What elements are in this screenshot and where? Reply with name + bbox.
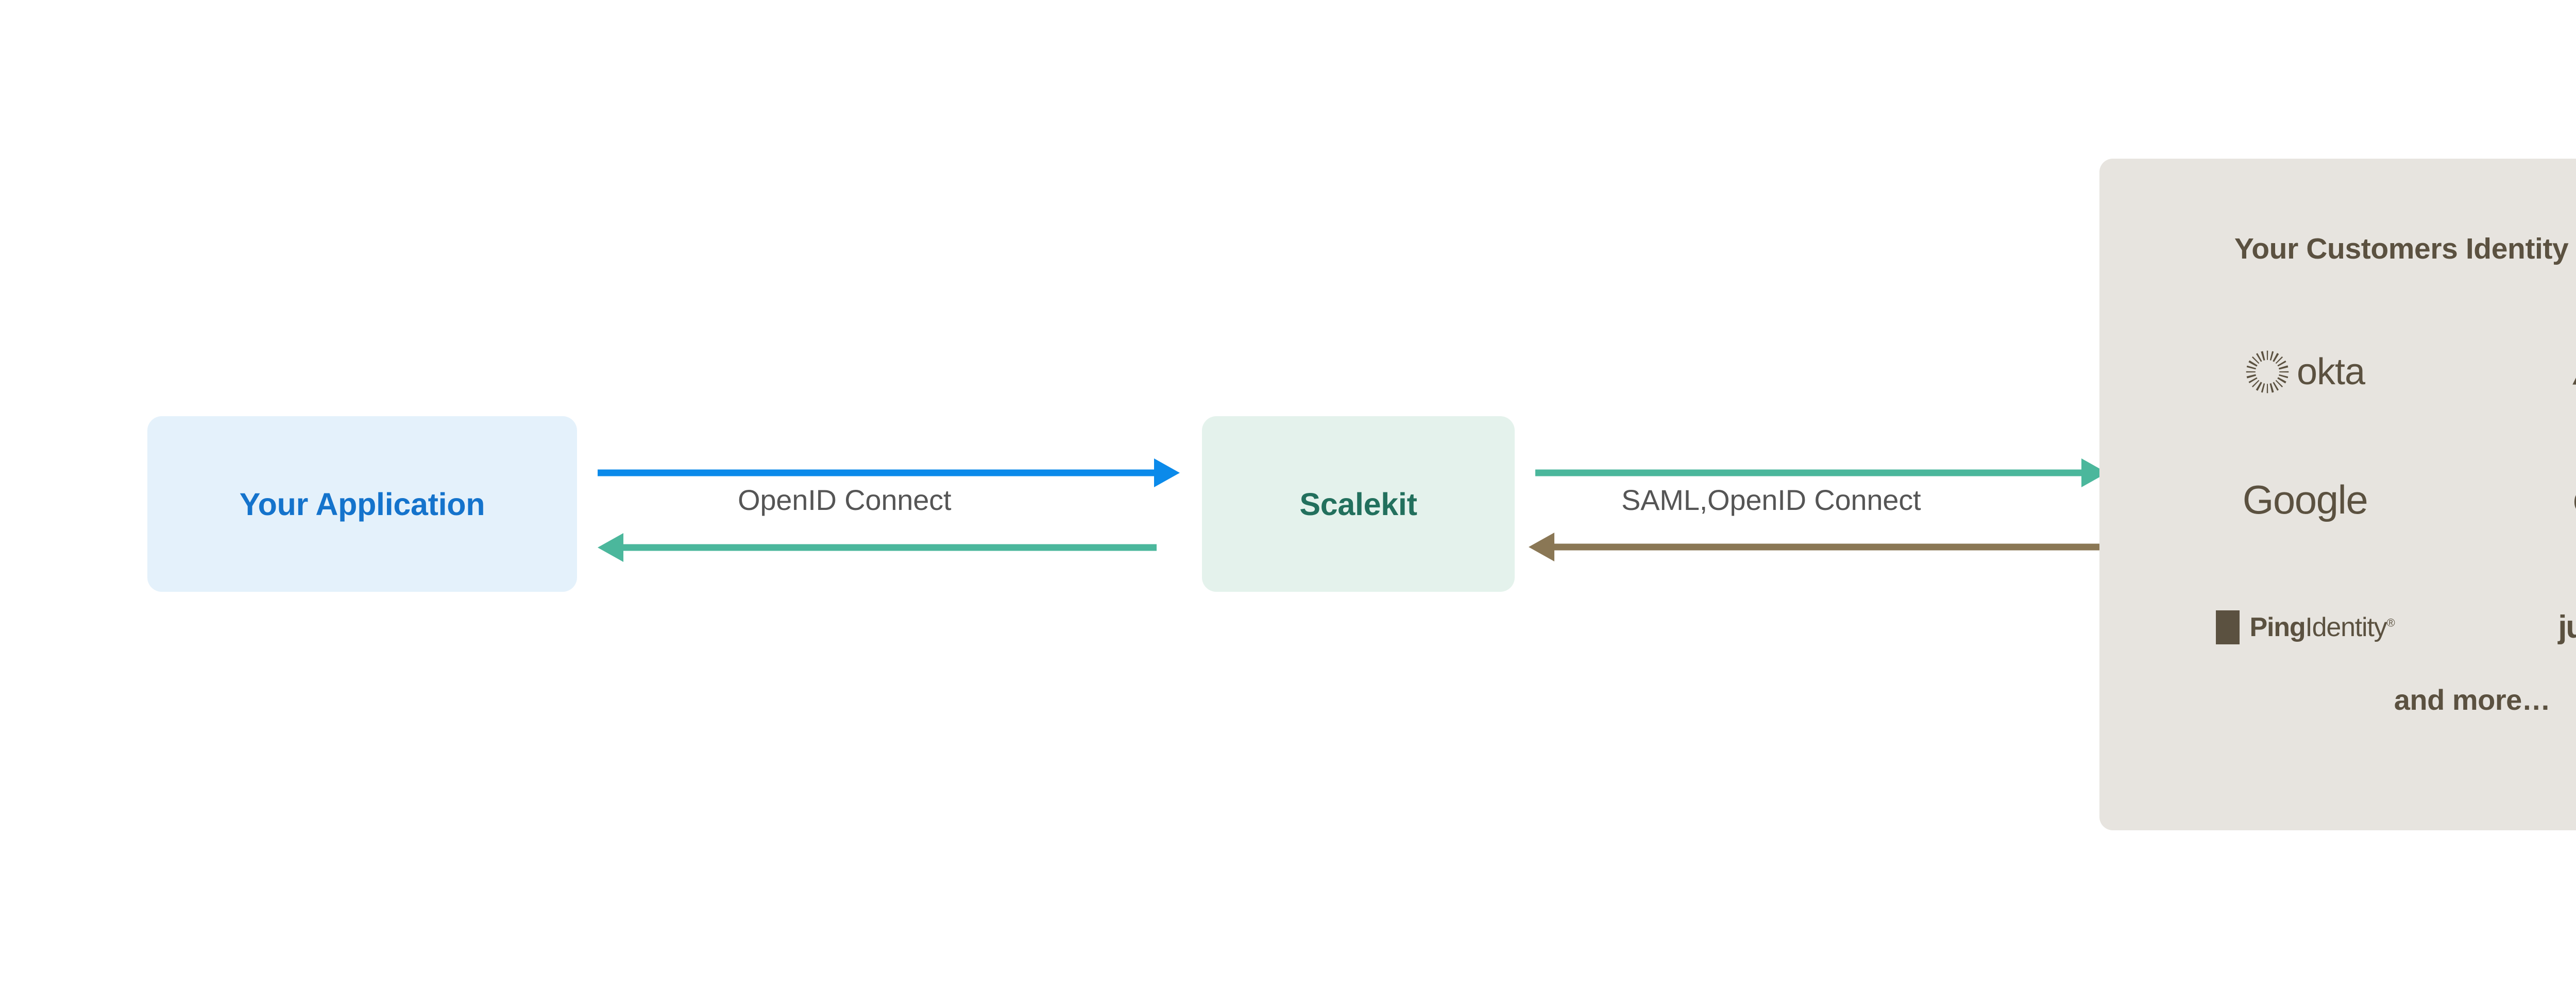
ping-square-icon bbox=[2215, 610, 2240, 644]
logo-google: Google bbox=[2243, 480, 2368, 520]
node-your-application[interactable]: Your Application bbox=[147, 416, 577, 592]
identity-providers-panel: Your Customers Identity Providers okta bbox=[2099, 159, 2576, 830]
provider-cell-onelogin[interactable]: onelogin bbox=[2472, 436, 2576, 563]
logo-okta-label: okta bbox=[2296, 351, 2365, 392]
node-scalekit-label: Scalekit bbox=[1299, 486, 1417, 522]
provider-cell-pingidentity[interactable]: PingIdentity® bbox=[2138, 563, 2472, 691]
arrow-group-scalekit-idp bbox=[1529, 458, 2108, 561]
logo-pingidentity-label: PingIdentity® bbox=[2250, 614, 2395, 641]
arrow-app-to-scalekit bbox=[598, 458, 1180, 487]
logo-google-label: Google bbox=[2242, 477, 2368, 522]
arrow-scalekit-to-app bbox=[598, 533, 1157, 562]
node-your-application-label: Your Application bbox=[239, 486, 485, 522]
logo-jumpcloud: jumpcloud™ bbox=[2558, 611, 2576, 643]
logo-pingidentity-label-light: Identity bbox=[2305, 612, 2387, 642]
arrow-group-app-scalekit bbox=[598, 458, 1180, 562]
logo-azure: Azure bbox=[2569, 351, 2576, 392]
logo-pingidentity: PingIdentity® bbox=[2215, 610, 2395, 644]
logo-jumpcloud-label-text: jumpcloud bbox=[2558, 609, 2576, 645]
azure-a-icon bbox=[2572, 378, 2576, 385]
identity-providers-title: Your Customers Identity Providers bbox=[2234, 232, 2576, 265]
provider-cell-okta[interactable]: okta bbox=[2138, 308, 2472, 436]
edge-label-saml-openid-connect: SAML,OpenID Connect bbox=[1621, 484, 1921, 516]
provider-cell-jumpcloud[interactable]: jumpcloud™ bbox=[2472, 563, 2576, 691]
identity-providers-grid: okta Azure Google bbox=[2138, 308, 2576, 691]
logo-okta: okta bbox=[2245, 350, 2365, 394]
identity-providers-more-label: and more… bbox=[2394, 684, 2551, 716]
arrow-idp-to-scalekit bbox=[1529, 533, 2108, 561]
logo-onelogin-label: onelogin bbox=[2573, 481, 2576, 518]
logo-jumpcloud-label: jumpcloud™ bbox=[2558, 611, 2576, 643]
provider-cell-google[interactable]: Google bbox=[2138, 436, 2472, 563]
provider-cell-azure[interactable]: Azure bbox=[2472, 308, 2576, 436]
registered-mark: ® bbox=[2386, 616, 2395, 629]
logo-pingidentity-label-bold: Ping bbox=[2249, 612, 2306, 642]
okta-sunburst-icon bbox=[2246, 350, 2289, 394]
node-scalekit[interactable]: Scalekit bbox=[1202, 416, 1515, 592]
arrow-scalekit-to-idp bbox=[1535, 458, 2107, 487]
edge-label-openid-connect: OpenID Connect bbox=[738, 484, 952, 516]
logo-onelogin: onelogin bbox=[2573, 481, 2576, 518]
